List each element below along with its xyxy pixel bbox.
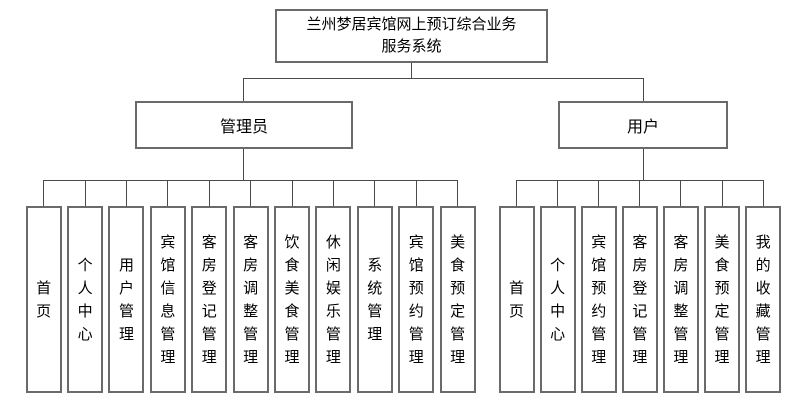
leaf-item: 客房登记管理 <box>619 180 660 393</box>
leaf-item: 宾馆预约管理 <box>396 180 437 393</box>
branch-label-admin: 管理员 <box>219 119 268 136</box>
leaf-stub-line <box>639 180 641 206</box>
leaf-label: 宾馆预约管理 <box>408 233 424 366</box>
leaf-stub-line <box>721 180 723 206</box>
leaf-stub-line <box>415 180 417 206</box>
leaf-label: 首页 <box>36 279 52 320</box>
connector-admin-drop <box>243 78 244 101</box>
leaf-item: 饮食美食管理 <box>271 180 312 393</box>
leaf-box-user-personal-center: 个人中心 <box>539 206 576 393</box>
leaf-label: 首页 <box>509 279 525 320</box>
leaf-label: 个人中心 <box>550 256 566 343</box>
leaf-box-user-favorites-management: 我的收藏管理 <box>745 206 782 393</box>
leaf-item: 用户管理 <box>106 180 147 393</box>
leaf-box-personal-center: 个人中心 <box>67 206 104 393</box>
leaf-stub-line <box>457 180 459 206</box>
leaf-box-system-management: 系统管理 <box>356 206 393 393</box>
leaf-label: 客房登记管理 <box>201 233 217 366</box>
leaf-box-food-booking-management: 美食预定管理 <box>439 206 476 393</box>
branch-label-user: 用户 <box>626 119 659 136</box>
leaf-label: 美食预定管理 <box>450 233 466 366</box>
leaf-label: 客房登记管理 <box>632 233 648 366</box>
leaf-item: 客房调整管理 <box>230 180 271 393</box>
leaf-box-user-management: 用户管理 <box>108 206 145 393</box>
leaf-label: 我的收藏管理 <box>755 233 771 366</box>
leaf-label: 美食预定管理 <box>714 233 730 366</box>
leaf-item: 系统管理 <box>354 180 395 393</box>
leaf-box-hotel-reservation-management: 宾馆预约管理 <box>398 206 435 393</box>
leaf-item: 宾馆预约管理 <box>578 180 619 393</box>
leaf-item: 客房调整管理 <box>660 180 701 393</box>
leaf-item: 个人中心 <box>537 180 578 393</box>
root-title-line-2: 服务系统 <box>381 38 442 55</box>
connector-title-drop <box>411 63 412 78</box>
leaf-stub-line <box>208 180 210 206</box>
root-title-box: 兰州梦居宾馆网上预订综合业务 服务系统 <box>275 9 548 63</box>
leaf-item: 宾馆信息管理 <box>147 180 188 393</box>
leaf-group-user: 首页 个人中心 宾馆预约管理 客房登记管理 客房调整管理 <box>496 180 784 393</box>
leaf-box-leisure-management: 休闲娱乐管理 <box>315 206 352 393</box>
connector-admin-stem <box>243 149 244 180</box>
leaf-stub-line <box>516 180 518 206</box>
leaf-stub-line <box>680 180 682 206</box>
branch-box-admin: 管理员 <box>135 101 353 149</box>
leaf-item: 休闲娱乐管理 <box>313 180 354 393</box>
leaf-label: 客房调整管理 <box>243 233 259 366</box>
connector-user-stem <box>643 149 644 180</box>
leaf-stub-line <box>557 180 559 206</box>
leaf-item: 首页 <box>496 180 537 393</box>
leaf-box-user-hotel-reservation-management: 宾馆预约管理 <box>580 206 617 393</box>
leaf-box-home: 首页 <box>25 206 62 393</box>
leaf-stub-line <box>125 180 127 206</box>
leaf-label: 饮食美食管理 <box>284 233 300 366</box>
leaf-item: 美食预定管理 <box>437 180 478 393</box>
leaf-label: 客房调整管理 <box>673 233 689 366</box>
leaf-item: 我的收藏管理 <box>743 180 784 393</box>
leaf-box-food-management: 饮食美食管理 <box>274 206 311 393</box>
leaf-box-user-home: 首页 <box>498 206 535 393</box>
leaf-label: 个人中心 <box>77 256 93 343</box>
leaf-box-user-room-adjust-management: 客房调整管理 <box>662 206 699 393</box>
leaf-stub-line <box>762 180 764 206</box>
leaf-box-room-adjust-management: 客房调整管理 <box>232 206 269 393</box>
leaf-box-hotel-info-management: 宾馆信息管理 <box>149 206 186 393</box>
leaf-group-admin: 首页 个人中心 用户管理 宾馆信息管理 客房登记管理 <box>23 180 478 393</box>
leaf-item: 客房登记管理 <box>189 180 230 393</box>
leaf-label: 系统管理 <box>367 256 383 343</box>
leaf-stub-line <box>250 180 252 206</box>
leaf-stub-line <box>43 180 45 206</box>
leaf-item: 个人中心 <box>64 180 105 393</box>
leaf-label: 宾馆信息管理 <box>160 233 176 366</box>
leaf-stub-line <box>291 180 293 206</box>
leaf-item: 美食预定管理 <box>701 180 742 393</box>
leaf-stub-line <box>332 180 334 206</box>
leaf-stub-line <box>167 180 169 206</box>
root-title-line-1: 兰州梦居宾馆网上预订综合业务 <box>306 16 517 33</box>
leaf-box-room-checkin-management: 客房登记管理 <box>191 206 228 393</box>
branch-box-user: 用户 <box>558 101 728 149</box>
leaf-label: 用户管理 <box>118 256 134 343</box>
leaf-label: 宾馆预约管理 <box>591 233 607 366</box>
leaf-stub-line <box>84 180 86 206</box>
connector-branch-rail <box>243 78 644 79</box>
leaf-item: 首页 <box>23 180 64 393</box>
leaf-stub-line <box>598 180 600 206</box>
connector-user-drop <box>643 78 644 101</box>
leaf-label: 休闲娱乐管理 <box>325 233 341 366</box>
leaf-box-user-room-checkin-management: 客房登记管理 <box>621 206 658 393</box>
leaf-stub-line <box>374 180 376 206</box>
leaf-box-user-food-booking-management: 美食预定管理 <box>704 206 741 393</box>
